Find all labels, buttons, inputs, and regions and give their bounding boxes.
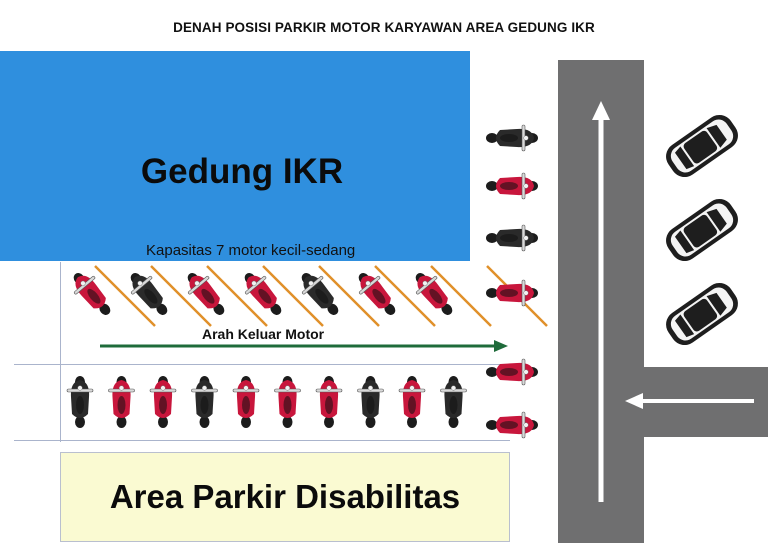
road-arrow-left-head (625, 393, 643, 409)
car (660, 277, 744, 351)
motorcycle-row (108, 375, 135, 429)
motorcycle-angled (350, 265, 404, 323)
slot-line (94, 265, 156, 327)
motorcycle-row (440, 375, 467, 429)
parked-cars (660, 109, 744, 351)
slot-line (150, 265, 212, 327)
slot-line (262, 265, 324, 327)
motorcycle-right (485, 224, 539, 252)
row-motorcycles (66, 375, 467, 429)
slot-line (206, 265, 268, 327)
motorcycle-row (149, 375, 177, 429)
building-label: Gedung IKR (140, 152, 344, 191)
motorcycle-angled (179, 265, 233, 323)
angled-slot-lines (94, 265, 548, 327)
lane-border-mid (14, 364, 510, 365)
slot-line (374, 265, 436, 327)
right-column-motorcycles (485, 124, 539, 439)
motorcycle-row (66, 375, 94, 429)
lane-border-bottom (14, 440, 510, 441)
motorcycle-row (274, 375, 301, 429)
motorcycle-angled (293, 265, 347, 323)
slot-line (430, 265, 492, 327)
motorcycle-row (398, 375, 426, 429)
motorcycle-right (485, 172, 539, 200)
building-block (0, 51, 470, 261)
motorcycle-row (232, 375, 260, 429)
disability-parking-area (60, 452, 510, 542)
road-arrow-up-head (592, 101, 610, 120)
exit-arrow-head (494, 340, 508, 352)
car (660, 193, 744, 267)
lane-border-left (60, 262, 61, 442)
motorcycle-right (485, 411, 539, 439)
motorcycle-angled (236, 265, 290, 323)
motorcycle-right (485, 124, 539, 152)
capacity-note: Kapasitas 7 motor kecil-sedang (146, 242, 356, 259)
diagram-title: DENAH POSISI PARKIR MOTOR KARYAWAN AREA … (173, 20, 595, 35)
motorcycle-row (357, 375, 384, 429)
motorcycle-angled (122, 265, 176, 323)
disability-parking-label: Area Parkir Disabilitas (109, 478, 461, 515)
motorcycle-angled (65, 265, 119, 323)
car (660, 109, 744, 183)
motorcycle-right (485, 358, 539, 386)
slot-line (318, 265, 380, 327)
motorcycle-row (191, 375, 218, 429)
exit-direction-label: Arah Keluar Motor (202, 326, 325, 342)
motorcycle-row (315, 375, 343, 429)
motorcycle-right (485, 279, 539, 307)
motorcycle-angled (407, 265, 461, 323)
